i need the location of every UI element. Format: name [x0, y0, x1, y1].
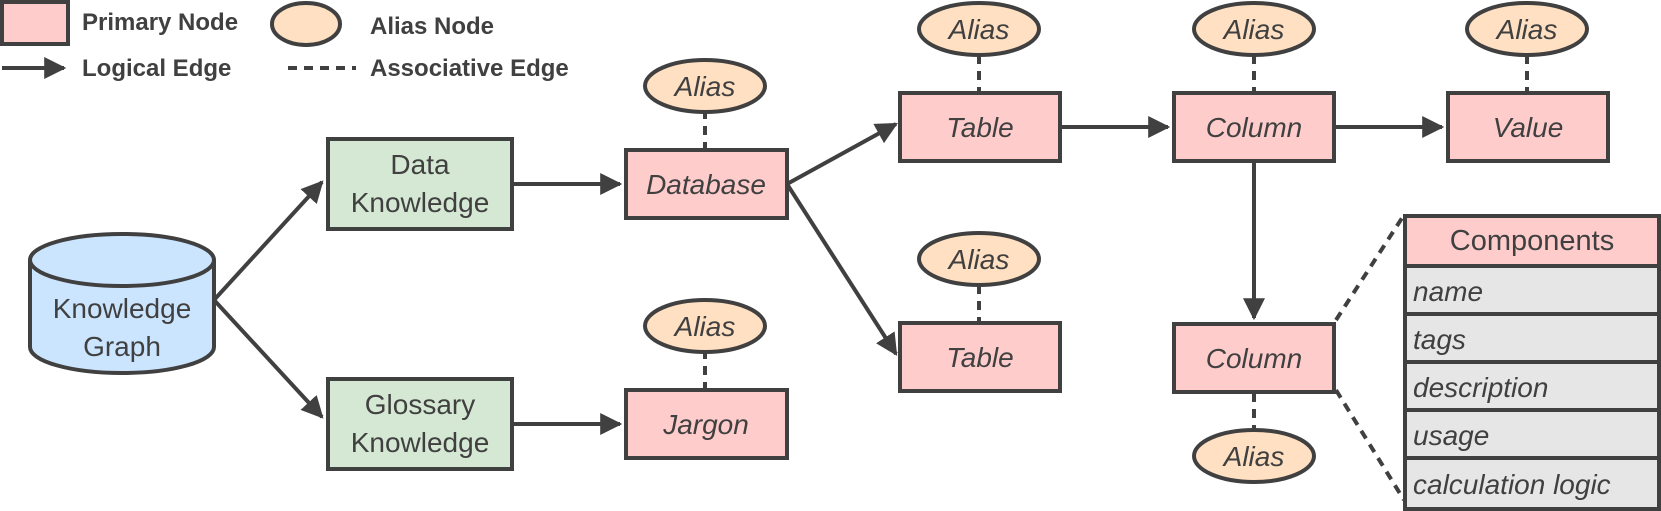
alias-database-label: Alias [673, 71, 736, 102]
legend-primary-node-swatch [0, 0, 70, 46]
database-label: Database [646, 169, 766, 200]
table-top-node: Table [898, 91, 1062, 163]
value-label: Value [1493, 112, 1564, 143]
component-item-tags: tags [1413, 324, 1466, 355]
component-row [1403, 408, 1661, 460]
alias-value-label: Alias [1495, 14, 1558, 45]
components-header: Components [1450, 225, 1614, 257]
table-bottom-label: Table [946, 342, 1013, 373]
component-item-description: description [1413, 372, 1548, 403]
alias-database: Alias [643, 58, 767, 114]
alias-column-top-label: Alias [1222, 14, 1285, 45]
alias-jargon-label: Alias [673, 311, 736, 342]
component-item-name: name [1413, 276, 1483, 307]
alias-column-bottom: Alias [1192, 428, 1316, 484]
table-top-label: Table [946, 112, 1013, 143]
component-item-calculation-logic: calculation logic [1413, 469, 1611, 500]
legend-alias-node-label: Alias Node [370, 13, 494, 40]
alias-jargon: Alias [643, 298, 767, 354]
assoc-edge-column-to-components-bottom [1334, 388, 1406, 502]
legend-alias-node-swatch [270, 1, 342, 47]
component-item-usage: usage [1413, 420, 1489, 451]
component-row [1403, 360, 1661, 412]
value-node: Value [1446, 91, 1610, 163]
legend: Primary Node Alias Node Logical Edge Ass… [0, 0, 569, 82]
alias-table-top: Alias [917, 1, 1041, 57]
column-bottom-node: Column [1172, 322, 1336, 394]
components-header-cell [1403, 214, 1661, 268]
cylinder-top [28, 232, 216, 288]
legend-logical-edge-label: Logical Edge [82, 55, 231, 82]
component-row [1403, 312, 1661, 364]
database-node: Database [624, 148, 789, 220]
column-bottom-label: Column [1206, 343, 1302, 374]
knowledge-graph-label-line2: Graph [83, 331, 161, 362]
glossary-knowledge-node: Glossary Knowledge [326, 377, 514, 471]
edge-database-to-table-bottom [785, 182, 898, 356]
alias-column-bottom-label: Alias [1222, 441, 1285, 472]
edge-graph-to-glossary-knowledge [212, 298, 324, 419]
jargon-node: Jargon [624, 388, 789, 460]
data-knowledge-label-line2: Knowledge [351, 187, 490, 218]
data-knowledge-label-line1: Data [390, 149, 450, 180]
jargon-label: Jargon [662, 409, 749, 440]
component-row [1403, 456, 1661, 511]
edges [212, 55, 1529, 502]
alias-value: Alias [1465, 1, 1589, 57]
glossary-knowledge-label-line1: Glossary [365, 389, 475, 420]
alias-table-bottom-label: Alias [947, 244, 1010, 275]
legend-primary-node-label: Primary Node [82, 9, 238, 36]
assoc-edge-column-to-components-top [1334, 213, 1406, 322]
legend-associative-edge-label: Associative Edge [370, 55, 569, 82]
knowledge-graph-node: Knowledge Graph [28, 232, 216, 375]
components-table: Components name tags description usage c… [1403, 214, 1661, 511]
data-knowledge-node: Data Knowledge [326, 137, 514, 231]
table-bottom-node: Table [898, 321, 1062, 393]
alias-column-top: Alias [1192, 1, 1316, 57]
glossary-knowledge-label-line2: Knowledge [351, 427, 490, 458]
edge-graph-to-data-knowledge [212, 180, 324, 302]
edge-database-to-table-top [786, 122, 898, 186]
column-top-node: Column [1172, 91, 1336, 163]
alias-table-top-label: Alias [947, 14, 1010, 45]
knowledge-graph-label-line1: Knowledge [53, 293, 192, 324]
component-row [1403, 264, 1661, 316]
alias-table-bottom: Alias [917, 231, 1041, 287]
column-top-label: Column [1206, 112, 1302, 143]
